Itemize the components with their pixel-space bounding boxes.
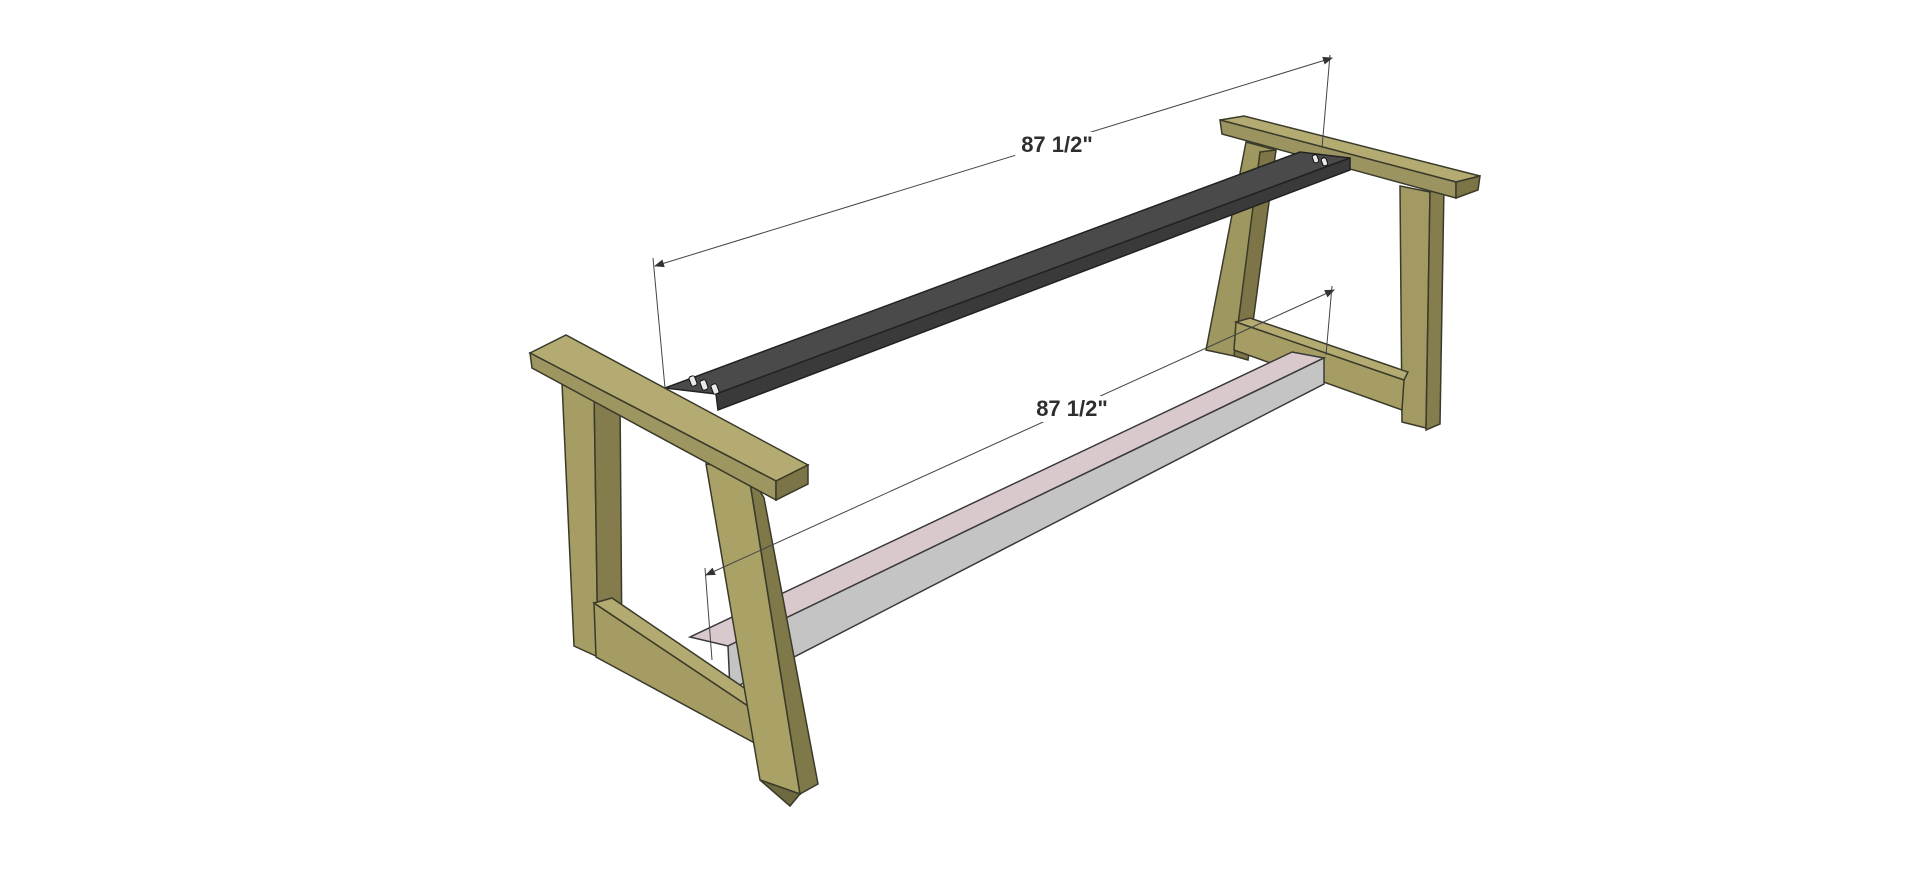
dimension-line-upper <box>654 56 1333 268</box>
dimension-label-lower: 87 1/2" <box>1030 396 1114 422</box>
dimension-line-lower <box>705 289 1335 576</box>
left-leg-assembly <box>528 334 819 808</box>
dimension-label-upper: 87 1/2" <box>1015 132 1099 158</box>
lower-stretcher-top <box>687 351 1327 647</box>
dimension-upper <box>652 54 1333 389</box>
right-vertical-leg <box>1399 185 1431 429</box>
left-vertical-leg <box>561 382 599 659</box>
dimension-lower <box>704 285 1335 661</box>
